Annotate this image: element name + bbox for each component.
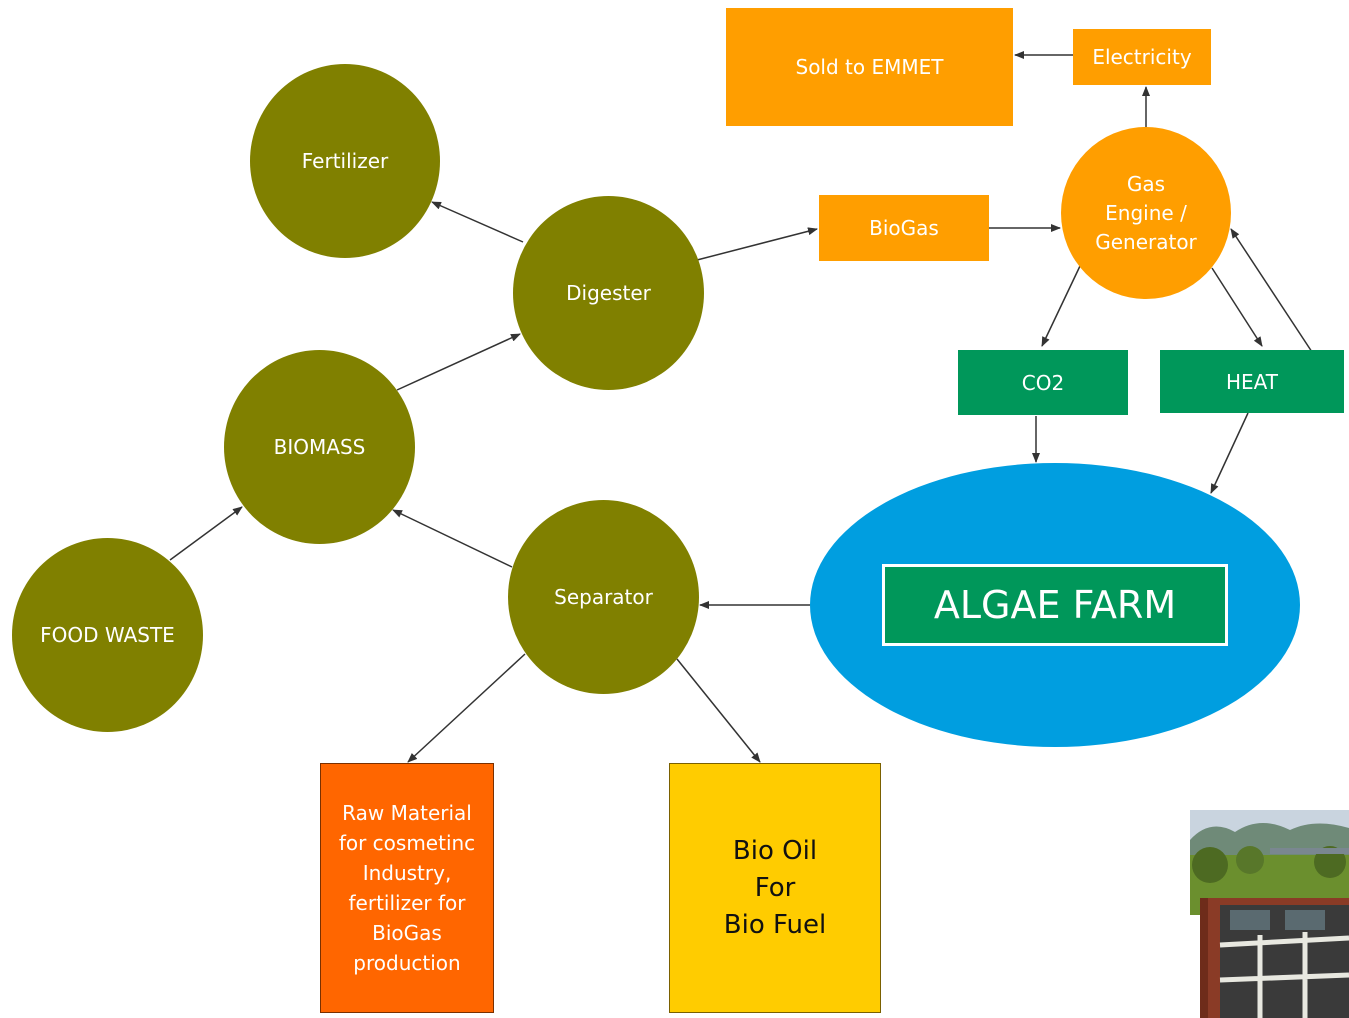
separator-node: Separator <box>508 500 699 694</box>
co2-box: CO2 <box>958 350 1128 415</box>
algae-farm-3d-thumbnail <box>1190 810 1349 1018</box>
gas-engine-node: Gas Engine / Generator <box>1061 127 1231 299</box>
sold-to-emmet-box: Sold to EMMET <box>726 8 1013 126</box>
arrow-gas-engine-to-heat <box>1211 267 1263 347</box>
bio-oil-box: Bio Oil For Bio Fuel <box>669 763 881 1013</box>
digester-node: Digester <box>513 196 704 390</box>
arrow-separator-to-bio-oil <box>676 658 761 763</box>
arrow-digester-to-biogas <box>696 227 818 261</box>
food-waste-label: FOOD WASTE <box>40 623 175 647</box>
fertilizer-node: Fertilizer <box>250 64 440 258</box>
arrow-separator-to-raw-material <box>407 653 526 763</box>
heat-box: HEAT <box>1160 350 1344 413</box>
arrow-gas-engine-to-co2 <box>1041 265 1081 347</box>
fertilizer-label: Fertilizer <box>301 149 389 173</box>
arrow-digester-to-fertilizer <box>431 201 524 243</box>
algae-farm-pond: ALGAE FARM <box>810 463 1300 747</box>
raw-material-label: Raw Material for cosmetinc Industry, fer… <box>338 801 476 975</box>
sold-to-emmet-label: Sold to EMMET <box>795 55 944 79</box>
arrow-separator-to-biomass <box>392 509 513 568</box>
biomass-label: BIOMASS <box>273 435 366 459</box>
electricity-label: Electricity <box>1092 45 1192 69</box>
arrow-food-waste-to-biomass <box>169 506 243 561</box>
biogas-box: BioGas <box>819 195 989 261</box>
arrow-heat-to-algae-farm <box>1210 412 1249 494</box>
scene-illustration <box>1190 810 1349 1018</box>
bio-oil-label: Bio Oil For Bio Fuel <box>723 835 827 940</box>
raw-material-box: Raw Material for cosmetinc Industry, fer… <box>320 763 494 1013</box>
co2-label: CO2 <box>1021 370 1065 395</box>
algae-farm-sign: ALGAE FARM <box>882 564 1228 646</box>
biomass-node: BIOMASS <box>224 350 415 544</box>
digester-label: Digester <box>566 281 651 305</box>
algae-farm-label: ALGAE FARM <box>933 583 1177 627</box>
electricity-box: Electricity <box>1073 29 1211 85</box>
heat-label: HEAT <box>1225 369 1279 394</box>
arrow-biomass-to-digester <box>396 333 521 391</box>
arrow-heat-to-gas-engine <box>1230 228 1313 353</box>
separator-label: Separator <box>554 585 653 609</box>
biogas-label: BioGas <box>869 216 939 240</box>
food-waste-node: FOOD WASTE <box>12 538 203 732</box>
gas-engine-label: Gas Engine / Generator <box>1095 171 1197 254</box>
